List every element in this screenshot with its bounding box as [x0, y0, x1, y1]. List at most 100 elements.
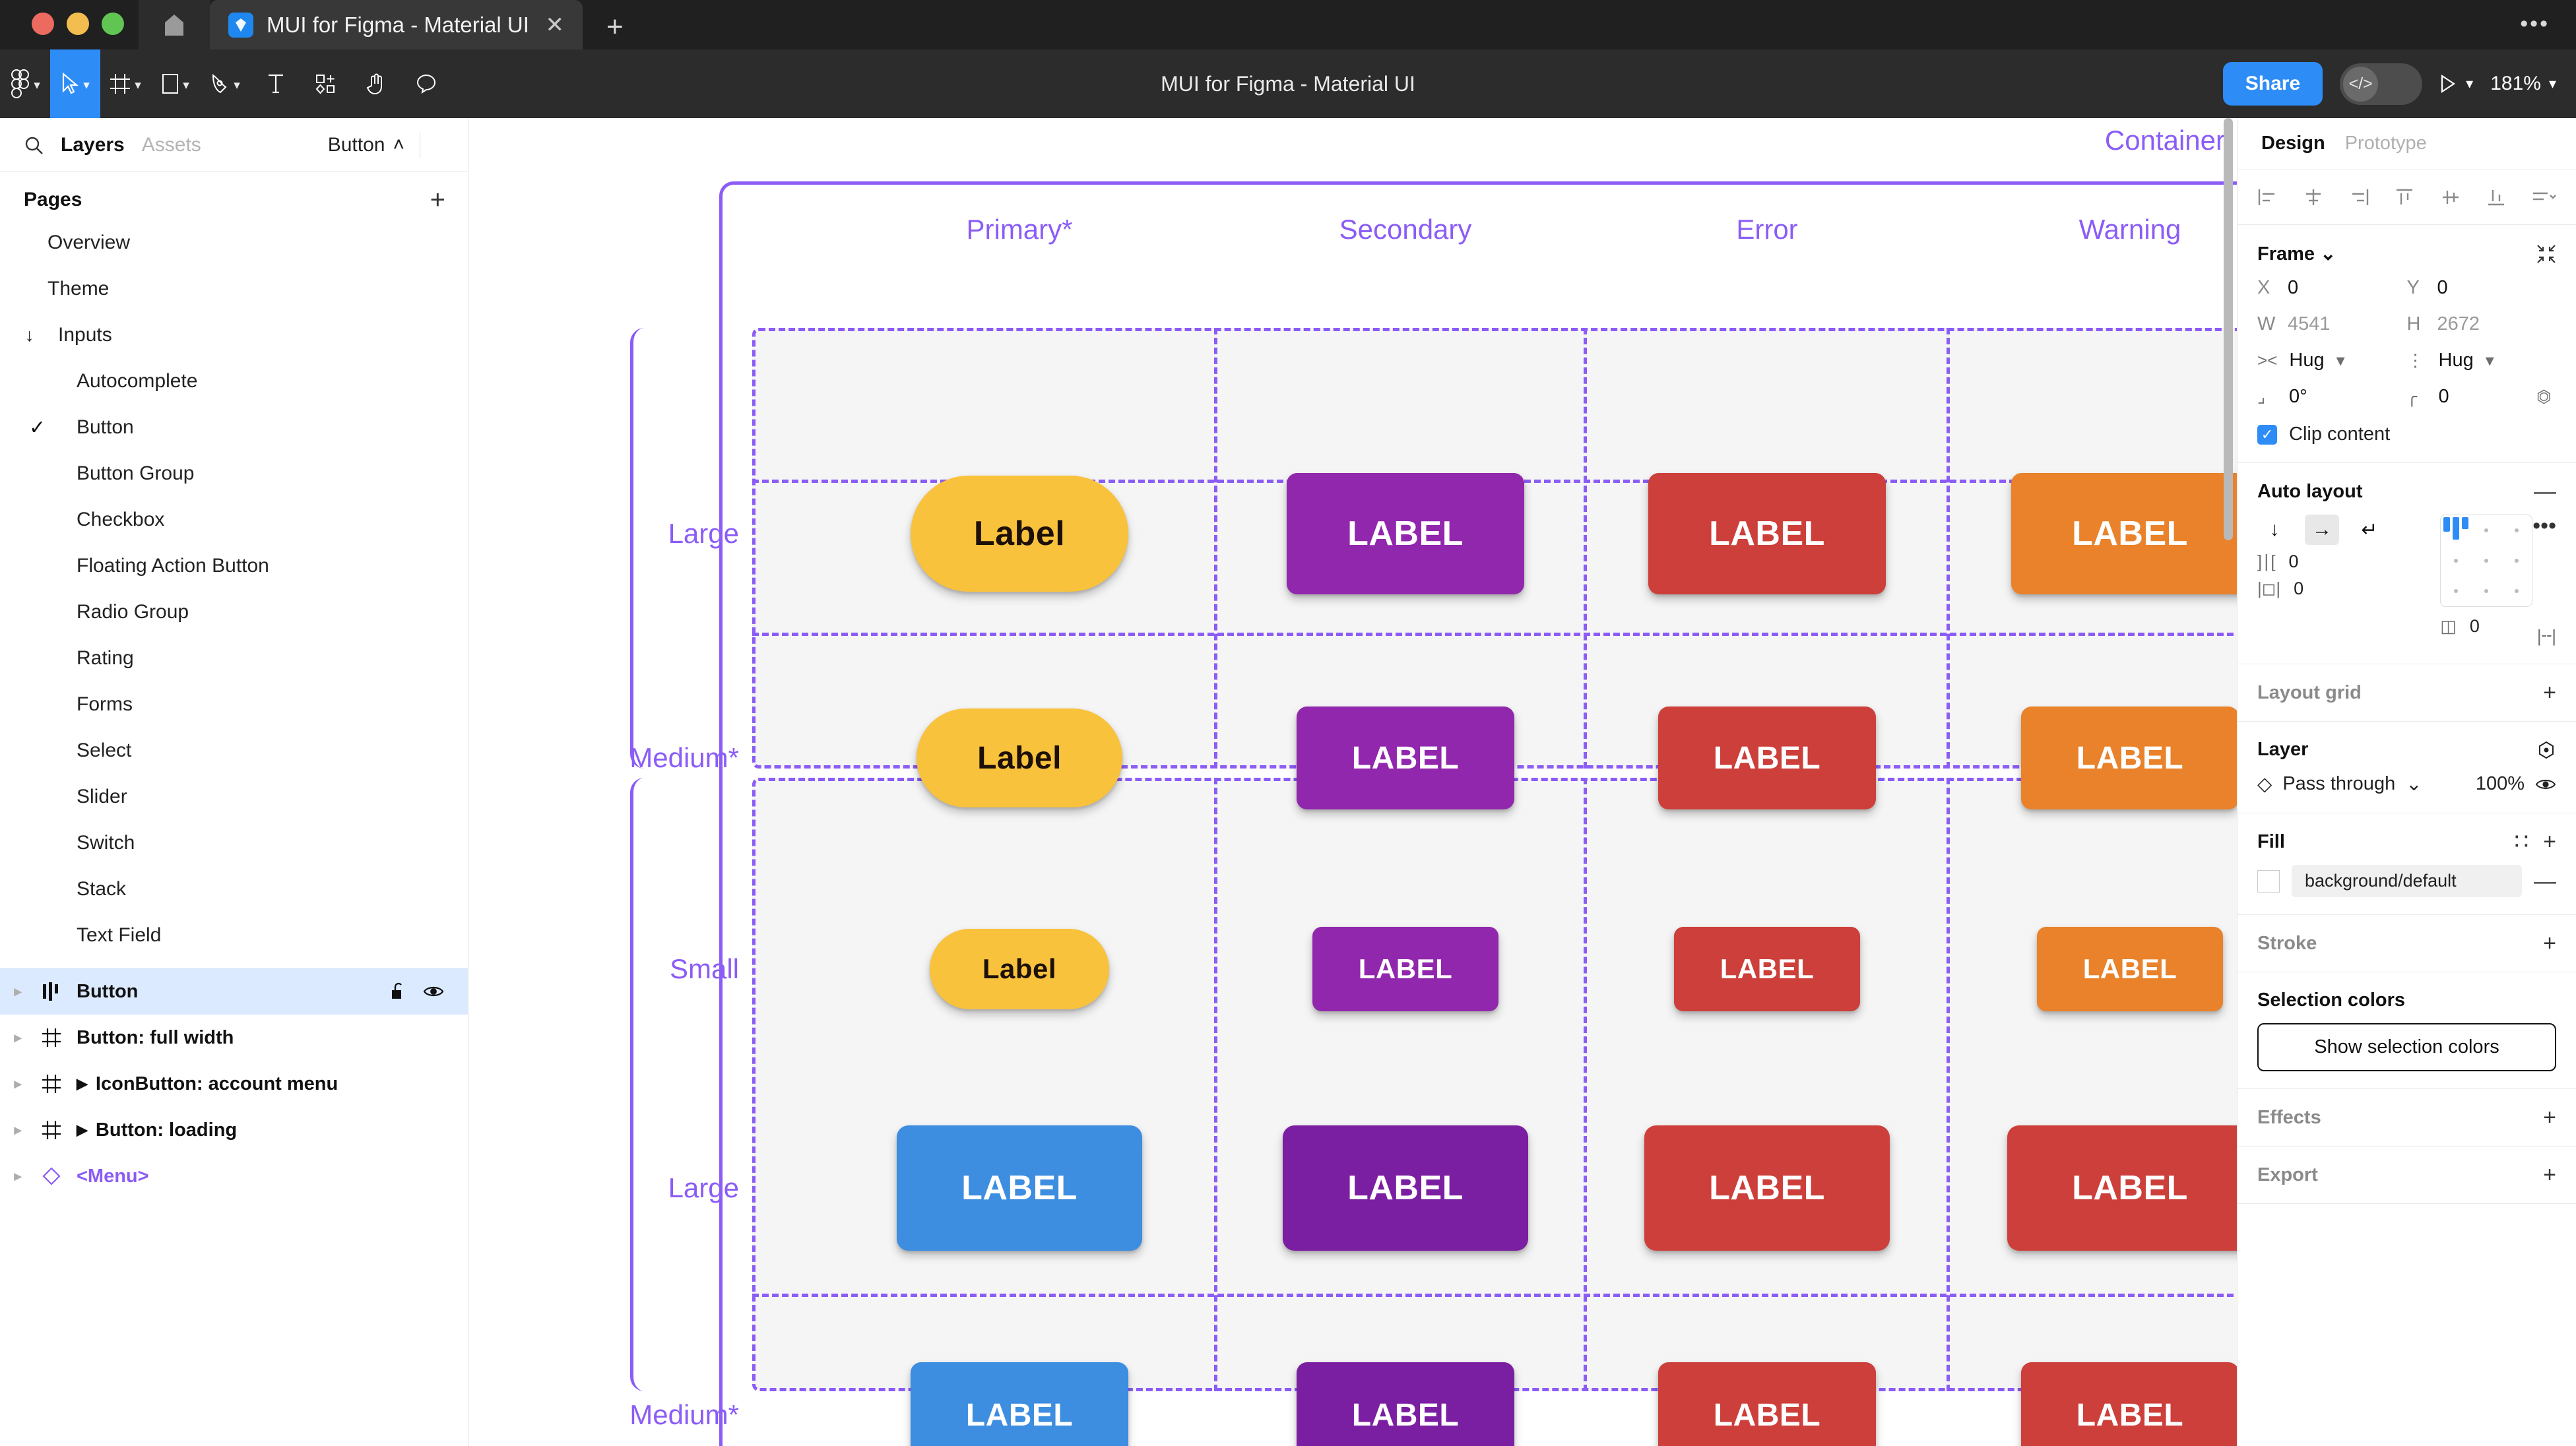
preview-button[interactable]: LABEL	[2021, 1362, 2237, 1446]
clip-content-checkbox[interactable]: ✓	[2257, 424, 2277, 445]
auto-layout-more-icon[interactable]: •••	[2532, 513, 2556, 538]
add-page-button[interactable]: +	[430, 185, 445, 214]
align-dot[interactable]	[2454, 589, 2459, 593]
text-tool-icon[interactable]	[251, 49, 301, 118]
disclosure-triangle-icon[interactable]: ▸	[14, 1121, 22, 1138]
preview-button[interactable]: LABEL	[1644, 1125, 1890, 1251]
page-item-text-field[interactable]: Text Field	[0, 912, 468, 959]
preview-button[interactable]: LABEL	[2011, 473, 2237, 594]
page-item-button[interactable]: ✓Button	[0, 404, 468, 451]
padding-vertical-row[interactable]: ◫ 0	[2440, 616, 2532, 637]
browser-menu-icon[interactable]: •••	[2520, 11, 2550, 36]
remove-fill-button[interactable]: —	[2534, 868, 2556, 894]
add-effect-button[interactable]: +	[2543, 1105, 2556, 1130]
fill-styles-icon[interactable]: ∷	[2514, 829, 2529, 854]
independent-corners-icon[interactable]: ⏣	[2536, 387, 2552, 406]
layer-row[interactable]: ▸▶IconButton: account menu	[0, 1061, 468, 1107]
layer-row[interactable]: ▸Button	[0, 968, 468, 1015]
page-item-switch[interactable]: Switch	[0, 820, 468, 866]
page-item-theme[interactable]: Theme	[0, 266, 468, 312]
hug-width-property[interactable]: >< Hug ▾	[2257, 350, 2407, 371]
rotation-property[interactable]: ⌟ 0°	[2257, 386, 2407, 408]
hand-tool-icon[interactable]	[351, 49, 401, 118]
container-frame-label[interactable]: Container	[2104, 125, 2225, 156]
minimize-window-button[interactable]	[67, 13, 89, 35]
unlock-icon[interactable]	[390, 982, 407, 1001]
preview-button[interactable]: LABEL	[1658, 1362, 1876, 1446]
preview-button[interactable]: LABEL	[1312, 927, 1498, 1011]
eye-icon[interactable]	[2535, 777, 2556, 792]
height-property[interactable]: H 2672	[2407, 313, 2557, 335]
layer-row[interactable]: ▸▶Button: loading	[0, 1107, 468, 1153]
y-property[interactable]: Y 0	[2407, 277, 2557, 299]
clip-content-row[interactable]: ✓ Clip content	[2257, 424, 2556, 445]
x-property[interactable]: X 0	[2257, 277, 2407, 299]
expand-caret-icon[interactable]: ▶	[77, 1075, 88, 1092]
page-item-checkbox[interactable]: Checkbox	[0, 497, 468, 543]
resize-to-fit-icon[interactable]	[2536, 244, 2556, 264]
fill-color-swatch[interactable]	[2257, 869, 2280, 893]
page-item-select[interactable]: Select	[0, 728, 468, 774]
canvas-scrollbar[interactable]	[2224, 118, 2233, 540]
close-window-button[interactable]	[32, 13, 54, 35]
alignment-pad[interactable]	[2440, 515, 2533, 607]
close-tab-button[interactable]: ✕	[545, 12, 565, 38]
layer-row[interactable]: ▸Button: full width	[0, 1015, 468, 1061]
page-item-autocomplete[interactable]: Autocomplete	[0, 358, 468, 404]
page-item-stack[interactable]: Stack	[0, 866, 468, 912]
disclosure-triangle-icon[interactable]: ▸	[14, 1168, 22, 1184]
preview-button[interactable]: LABEL	[2021, 707, 2237, 809]
width-property[interactable]: W 4541	[2257, 313, 2407, 335]
direction-vertical-icon[interactable]: ↓	[2269, 519, 2280, 540]
preview-button[interactable]: LABEL	[1287, 473, 1524, 594]
add-stroke-button[interactable]: +	[2543, 931, 2556, 956]
breadcrumb[interactable]: Button ˄	[328, 134, 404, 156]
hug-height-property[interactable]: ⋮ Hug ▾	[2407, 350, 2557, 371]
move-tool-icon[interactable]: ▾	[50, 49, 100, 118]
chevron-down-icon[interactable]: ⌄	[2320, 243, 2336, 265]
preview-button[interactable]: LABEL	[2037, 927, 2223, 1011]
shape-tool-icon[interactable]: ▾	[150, 49, 201, 118]
tab-design[interactable]: Design	[2261, 133, 2325, 154]
disclosure-triangle-icon[interactable]: ▸	[14, 1029, 22, 1046]
preview-button[interactable]: LABEL	[897, 1125, 1142, 1251]
align-dot[interactable]	[2515, 589, 2519, 593]
preview-button[interactable]: LABEL	[1297, 707, 1514, 809]
layer-row[interactable]: ▸<Menu>	[0, 1153, 468, 1199]
align-left-icon[interactable]	[2257, 188, 2278, 206]
preview-button[interactable]: Label	[930, 929, 1109, 1009]
preview-button[interactable]: LABEL	[1674, 927, 1860, 1011]
page-item-rating[interactable]: Rating	[0, 635, 468, 681]
page-item-inputs[interactable]: ↓Inputs	[0, 312, 468, 358]
blend-mode-icon[interactable]	[2536, 740, 2556, 760]
disclosure-triangle-icon[interactable]: ▸	[14, 1075, 22, 1092]
tab-prototype[interactable]: Prototype	[2344, 133, 2427, 154]
align-horizontal-center-icon[interactable]	[2303, 188, 2324, 206]
clip-content-auto-icon[interactable]: |╌|	[2536, 626, 2556, 646]
fill-row[interactable]: background/default —	[2257, 865, 2556, 897]
align-dot[interactable]	[2484, 528, 2489, 532]
align-top-icon[interactable]	[2394, 188, 2415, 206]
page-item-slider[interactable]: Slider	[0, 774, 468, 820]
align-dot[interactable]	[2515, 528, 2519, 532]
preview-button[interactable]: Label	[917, 708, 1122, 807]
direction-wrap-icon[interactable]: ↵	[2361, 519, 2378, 541]
align-dot[interactable]	[2484, 589, 2489, 593]
home-tab-button[interactable]	[139, 0, 210, 49]
page-item-overview[interactable]: Overview	[0, 220, 468, 266]
preview-button[interactable]: LABEL	[1648, 473, 1886, 594]
tab-layers[interactable]: Layers	[61, 133, 125, 156]
comment-tool-icon[interactable]	[401, 49, 451, 118]
distribute-menu-icon[interactable]	[2531, 188, 2556, 206]
eye-icon[interactable]	[423, 984, 444, 999]
layer-blend-row[interactable]: ◇ Pass through ⌄ 100%	[2257, 772, 2556, 796]
add-export-button[interactable]: +	[2543, 1162, 2556, 1187]
present-button-group[interactable]: ▾	[2439, 74, 2473, 94]
page-item-radio-group[interactable]: Radio Group	[0, 589, 468, 635]
pen-tool-icon[interactable]: ▾	[201, 49, 251, 118]
padding-horizontal-row[interactable]: |◻| 0	[2257, 579, 2422, 599]
direction-horizontal-icon[interactable]: →	[2305, 515, 2339, 545]
zoom-control[interactable]: 181% ▾	[2490, 73, 2556, 95]
page-item-forms[interactable]: Forms	[0, 681, 468, 728]
